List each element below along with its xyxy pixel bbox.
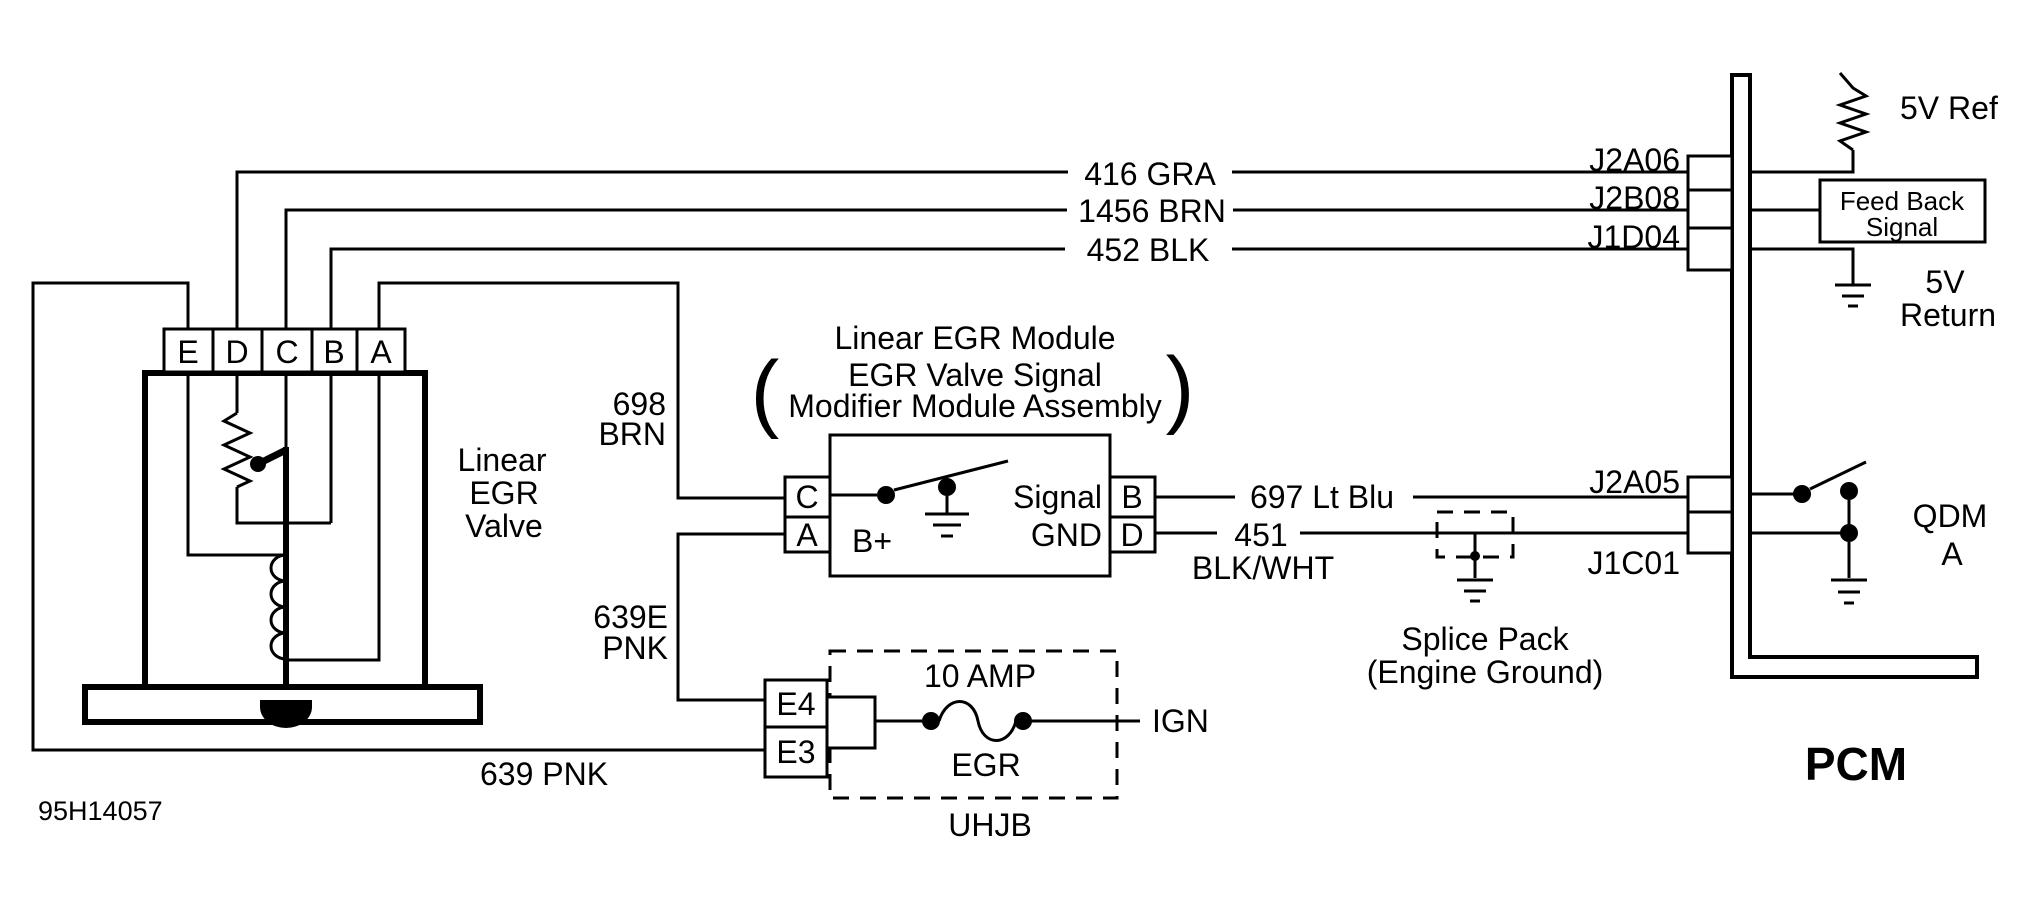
pcm-connector-j2b08 — [1686, 188, 1734, 230]
wire-1456-brn — [284, 208, 1688, 329]
pcm-connector-j1c01 — [1686, 510, 1734, 555]
pcm-qdm-line2: A — [1941, 536, 1963, 572]
egr-module: Linear EGR Module EGR Valve Signal Modif… — [751, 320, 1195, 578]
module-pin-b: B — [1121, 479, 1142, 515]
wire-416-gra — [235, 170, 1688, 329]
fuse-connector-bracket — [825, 695, 877, 750]
pcm-feedback-line1: Feed Back — [1840, 186, 1965, 216]
valve-pin-c: C — [275, 334, 298, 370]
pcm-feedback-line2: Signal — [1866, 212, 1938, 242]
pcm-title: PCM — [1805, 738, 1907, 790]
wire-639e-pnk — [676, 532, 785, 702]
module-bplus-label: B+ — [852, 523, 892, 559]
wire-label-639-pnk: 639 PNK — [480, 756, 608, 792]
splice-label-line1: Splice Pack — [1401, 621, 1569, 657]
pcm-bracket — [1730, 73, 1979, 679]
pcm-connector-j1d04 — [1686, 226, 1734, 272]
solenoid-coil-icon — [269, 553, 287, 661]
fuse-name-label: EGR — [951, 747, 1020, 783]
module-pin-d: D — [1120, 517, 1143, 553]
valve-pin-b: B — [323, 334, 344, 370]
fuse-pin-e3: E3 — [776, 734, 815, 770]
module-switch-icon — [830, 459, 1009, 513]
wire-label-451: 451 — [1234, 517, 1287, 553]
splice-pack: Splice Pack (Engine Ground) — [1367, 510, 1604, 690]
splice-label-line2: (Engine Ground) — [1367, 654, 1604, 690]
module-subtitle2: Modifier Module Assembly — [788, 388, 1161, 424]
module-subtitle1: EGR Valve Signal — [848, 357, 1102, 393]
valve-label-line3: Valve — [465, 508, 543, 544]
pcm-feedback-box — [1818, 178, 1987, 244]
fuse-block: E4 E3 10 AMP EGR UHJB IGN — [763, 649, 1209, 843]
valve-pin-a: A — [370, 334, 392, 370]
fuse-rating-label: 10 AMP — [924, 658, 1036, 694]
pcm-5vreturn-line1: 5V — [1925, 264, 1965, 300]
valve-resistor-icon — [220, 411, 254, 489]
wire-label-1456-brn: 1456 BRN — [1078, 193, 1226, 229]
valve-label-line1: Linear — [458, 442, 547, 478]
pcm-qdm-switch-icon — [1750, 460, 1867, 578]
pcm-label-j1c01: J1C01 — [1588, 545, 1681, 581]
pcm: J2A06 J2B08 J1D04 J2A05 J1C01 5V Ref Fee… — [1588, 72, 1998, 790]
wiper-icon — [250, 446, 288, 472]
pcm-qdm-line1: QDM — [1913, 498, 1988, 534]
valve-label-line2: EGR — [469, 475, 538, 511]
fuse-block-label: UHJB — [948, 807, 1032, 843]
valve-pin-e: E — [177, 334, 198, 370]
module-ground-icon — [925, 512, 969, 538]
pcm-label-j2a06: J2A06 — [1589, 142, 1680, 178]
wire-label-452-blk: 452 BLK — [1087, 232, 1210, 268]
valve-pin-d: D — [225, 334, 248, 370]
wire-452-blk — [329, 247, 1688, 329]
wire-label-451-blkwht: BLK/WHT — [1192, 550, 1334, 586]
module-paren-close: ) — [1166, 340, 1195, 436]
wire-label-639e-pnk: PNK — [602, 630, 668, 666]
pcm-5vreturn-ground-icon — [1750, 247, 1871, 308]
pcm-label-j1d04: J1D04 — [1588, 219, 1681, 255]
fuse-pin-e4: E4 — [776, 686, 815, 722]
pcm-5vreturn-line2: Return — [1900, 297, 1996, 333]
fuse-icon — [875, 700, 1140, 742]
egr-valve: E D C B A Linear EGR Valve — [82, 327, 547, 728]
wire-label-639e: 639E — [593, 599, 668, 635]
pcm-connector-j2a05 — [1686, 475, 1734, 514]
valve-pintle — [260, 700, 312, 728]
module-paren-open: ( — [751, 344, 780, 440]
module-signal-label: Signal — [1013, 479, 1102, 515]
module-pin-a: A — [796, 517, 818, 553]
engine-ground-icon — [1457, 578, 1493, 603]
pcm-label-j2a05: J2A05 — [1589, 464, 1680, 500]
wire-label-698: 698 — [613, 386, 666, 422]
valve-connector: E D C B A — [162, 327, 407, 374]
ign-label: IGN — [1152, 703, 1209, 739]
module-pin-c: C — [795, 479, 818, 515]
wire-label-697-ltblu: 697 Lt Blu — [1250, 479, 1394, 515]
pcm-qdm-ground-icon — [1831, 578, 1867, 605]
pcm-connector-j2a06 — [1686, 154, 1734, 192]
pcm-label-j2b08: J2B08 — [1589, 180, 1680, 216]
doc-number: 95H14057 — [38, 796, 163, 826]
wire-label-698-brn: BRN — [598, 416, 666, 452]
wire-698-brn — [377, 281, 785, 500]
wire-label-416-gra: 416 GRA — [1084, 156, 1216, 192]
module-title: Linear EGR Module — [834, 320, 1115, 356]
pcm-5vref-label: 5V Ref — [1900, 90, 1998, 126]
splice-pack-icon — [1435, 510, 1515, 559]
pcm-5vref-resistor-icon — [1750, 72, 1871, 174]
module-gnd-label: GND — [1031, 517, 1102, 553]
wire-639-pnk — [31, 281, 765, 752]
